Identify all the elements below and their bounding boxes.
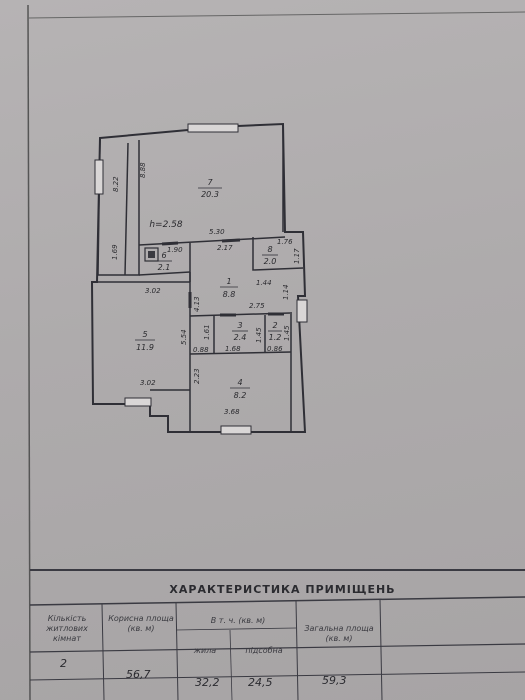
- room-2-number: 2: [272, 321, 277, 330]
- dim-label: 1.69: [111, 244, 119, 260]
- room-1-number: 1: [226, 277, 231, 286]
- window-top: [187, 123, 239, 133]
- dim-label: 4.13: [193, 296, 201, 312]
- dim-label: 1.44: [256, 279, 272, 287]
- interior-walls: [97, 124, 304, 432]
- value-total-area: 59,3: [322, 674, 347, 687]
- room-7-number: 7: [207, 178, 213, 187]
- dim-label: 1.61: [203, 324, 211, 340]
- room-6-number: 6: [161, 251, 166, 260]
- window-bottom: [220, 425, 252, 435]
- room-2-area: 1.2: [269, 333, 282, 342]
- dim-label: 3.02: [145, 287, 161, 295]
- room-8-area: 2.0: [264, 257, 277, 266]
- dim-label: 1.45: [283, 325, 291, 341]
- dim-label: 2.23: [193, 368, 201, 384]
- room-3-number: 3: [237, 321, 242, 330]
- ceiling-height: h=2.58: [149, 220, 183, 230]
- dim-label: 1.14: [282, 284, 290, 300]
- room-4-area: 8.2: [234, 391, 247, 400]
- window-left: [94, 159, 104, 195]
- dim-label: 8.88: [139, 162, 147, 178]
- dim-label: 0.88: [193, 346, 209, 354]
- sheet-border-top: [27, 11, 525, 19]
- dim-label: 8.22: [112, 176, 120, 192]
- outer-walls: [90, 122, 307, 433]
- dim-label: 1.76: [277, 238, 293, 246]
- table-grid: [29, 569, 525, 700]
- room-6-area: 2.1: [158, 263, 171, 272]
- header-living: жила: [193, 646, 217, 655]
- dim-label: 2.75: [249, 302, 265, 310]
- room-1-area: 8.8: [223, 290, 236, 299]
- header-rooms-count: Кількість житлових кімнат: [46, 614, 88, 643]
- dim-label: 3.68: [224, 408, 240, 416]
- window-right: [296, 299, 308, 323]
- header-total-area: Загальна площа (кв. м): [304, 624, 374, 643]
- dim-label: 1.90: [167, 246, 183, 254]
- value-rooms-count: 2: [60, 657, 67, 670]
- room-5-area: 11.9: [136, 343, 154, 352]
- dim-label: 5.30: [209, 228, 225, 236]
- room-7-area: 20.3: [201, 190, 219, 199]
- stove-icon-inner: [148, 251, 155, 258]
- dim-label: 2.17: [217, 244, 233, 252]
- room-4-number: 4: [237, 378, 242, 387]
- dim-label: 0.86: [267, 345, 283, 353]
- door-marks: [161, 238, 284, 317]
- window-bottom-left: [124, 397, 152, 407]
- value-useful-area: 56,7: [126, 668, 151, 681]
- windows: [94, 123, 308, 435]
- dim-label: 5.54: [180, 329, 188, 345]
- dim-label: 1.17: [293, 248, 301, 264]
- table-title: ХАРАКТЕРИСТИКА ПРИМІЩЕНЬ: [169, 583, 396, 596]
- room-8-number: 8: [267, 245, 272, 254]
- stove-icon: [144, 247, 159, 262]
- dim-label: 3.02: [140, 379, 156, 387]
- dim-label: 1.68: [225, 345, 241, 353]
- dim-label: 1.45: [255, 327, 263, 343]
- sheet-border-left: [27, 4, 31, 700]
- room-3-area: 2.4: [234, 333, 247, 342]
- value-auxiliary: 24,5: [248, 676, 273, 689]
- header-auxiliary: підсобна: [245, 646, 283, 655]
- header-useful-area: Корисна площа (кв. м): [108, 614, 174, 633]
- room-5-number: 5: [142, 330, 147, 339]
- header-including: В т. ч. (кв. м): [210, 616, 266, 625]
- value-living: 32,2: [195, 676, 220, 689]
